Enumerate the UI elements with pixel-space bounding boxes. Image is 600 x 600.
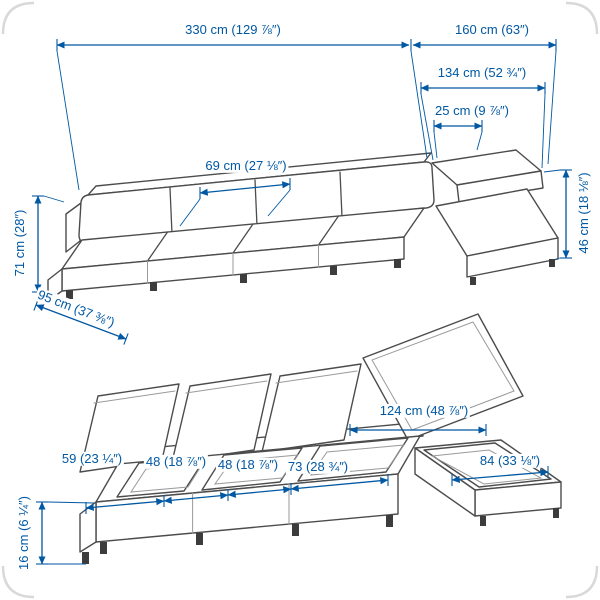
- dim-chaise-section-label: 160 cm (63″): [453, 21, 531, 38]
- dim-armrest-label: 25 cm (9 ⅞″): [433, 102, 511, 119]
- dim-lid-span-line: [349, 424, 487, 436]
- dim-chaise-length-line: [420, 82, 546, 169]
- dim-seat-height-line: [543, 169, 572, 260]
- dim-chaise-length-label: 134 cm (52 ¾″): [435, 64, 529, 81]
- dim-seat-width-label: 69 cm (27 ⅛″): [203, 157, 289, 174]
- dim-height-label: 71 cm (28″): [11, 207, 28, 279]
- dim-chaise-storage-label: 84 (33 ⅛″): [477, 452, 543, 469]
- dim-total-width-label: 330 cm (129 ⅞″): [183, 21, 283, 38]
- dim-storage-seg1-label: 59 (23 ¼″): [59, 450, 125, 467]
- dim-chaise-storage-line: [451, 466, 549, 486]
- dim-seat-width-line: [179, 178, 291, 227]
- dim-base-height-line: [36, 501, 95, 565]
- dim-armrest-line: [433, 120, 483, 159]
- dim-seat-height-label: 46 cm (18 ⅛″): [575, 170, 592, 256]
- dim-chaise-section-line: [412, 39, 557, 165]
- dim-lid-span-label: 124 cm (48 ⅞″): [377, 402, 471, 419]
- dim-base-height-label: 16 cm (6 ¼″): [15, 494, 32, 572]
- dim-storage-segments-line: [85, 474, 389, 514]
- dim-storage-seg4-label: 73 (28 ¾″): [285, 458, 351, 475]
- dim-total-width-line: [56, 39, 428, 191]
- assembled-sofa-drawing: [47, 149, 559, 302]
- flipped-cushion-3: [261, 363, 362, 453]
- dim-storage-seg2-label: 48 (18 ⅞″): [143, 453, 209, 470]
- storage-open-sofa-drawing: [79, 313, 562, 564]
- dim-storage-seg3-label: 48 (18 ⅞″): [215, 456, 281, 473]
